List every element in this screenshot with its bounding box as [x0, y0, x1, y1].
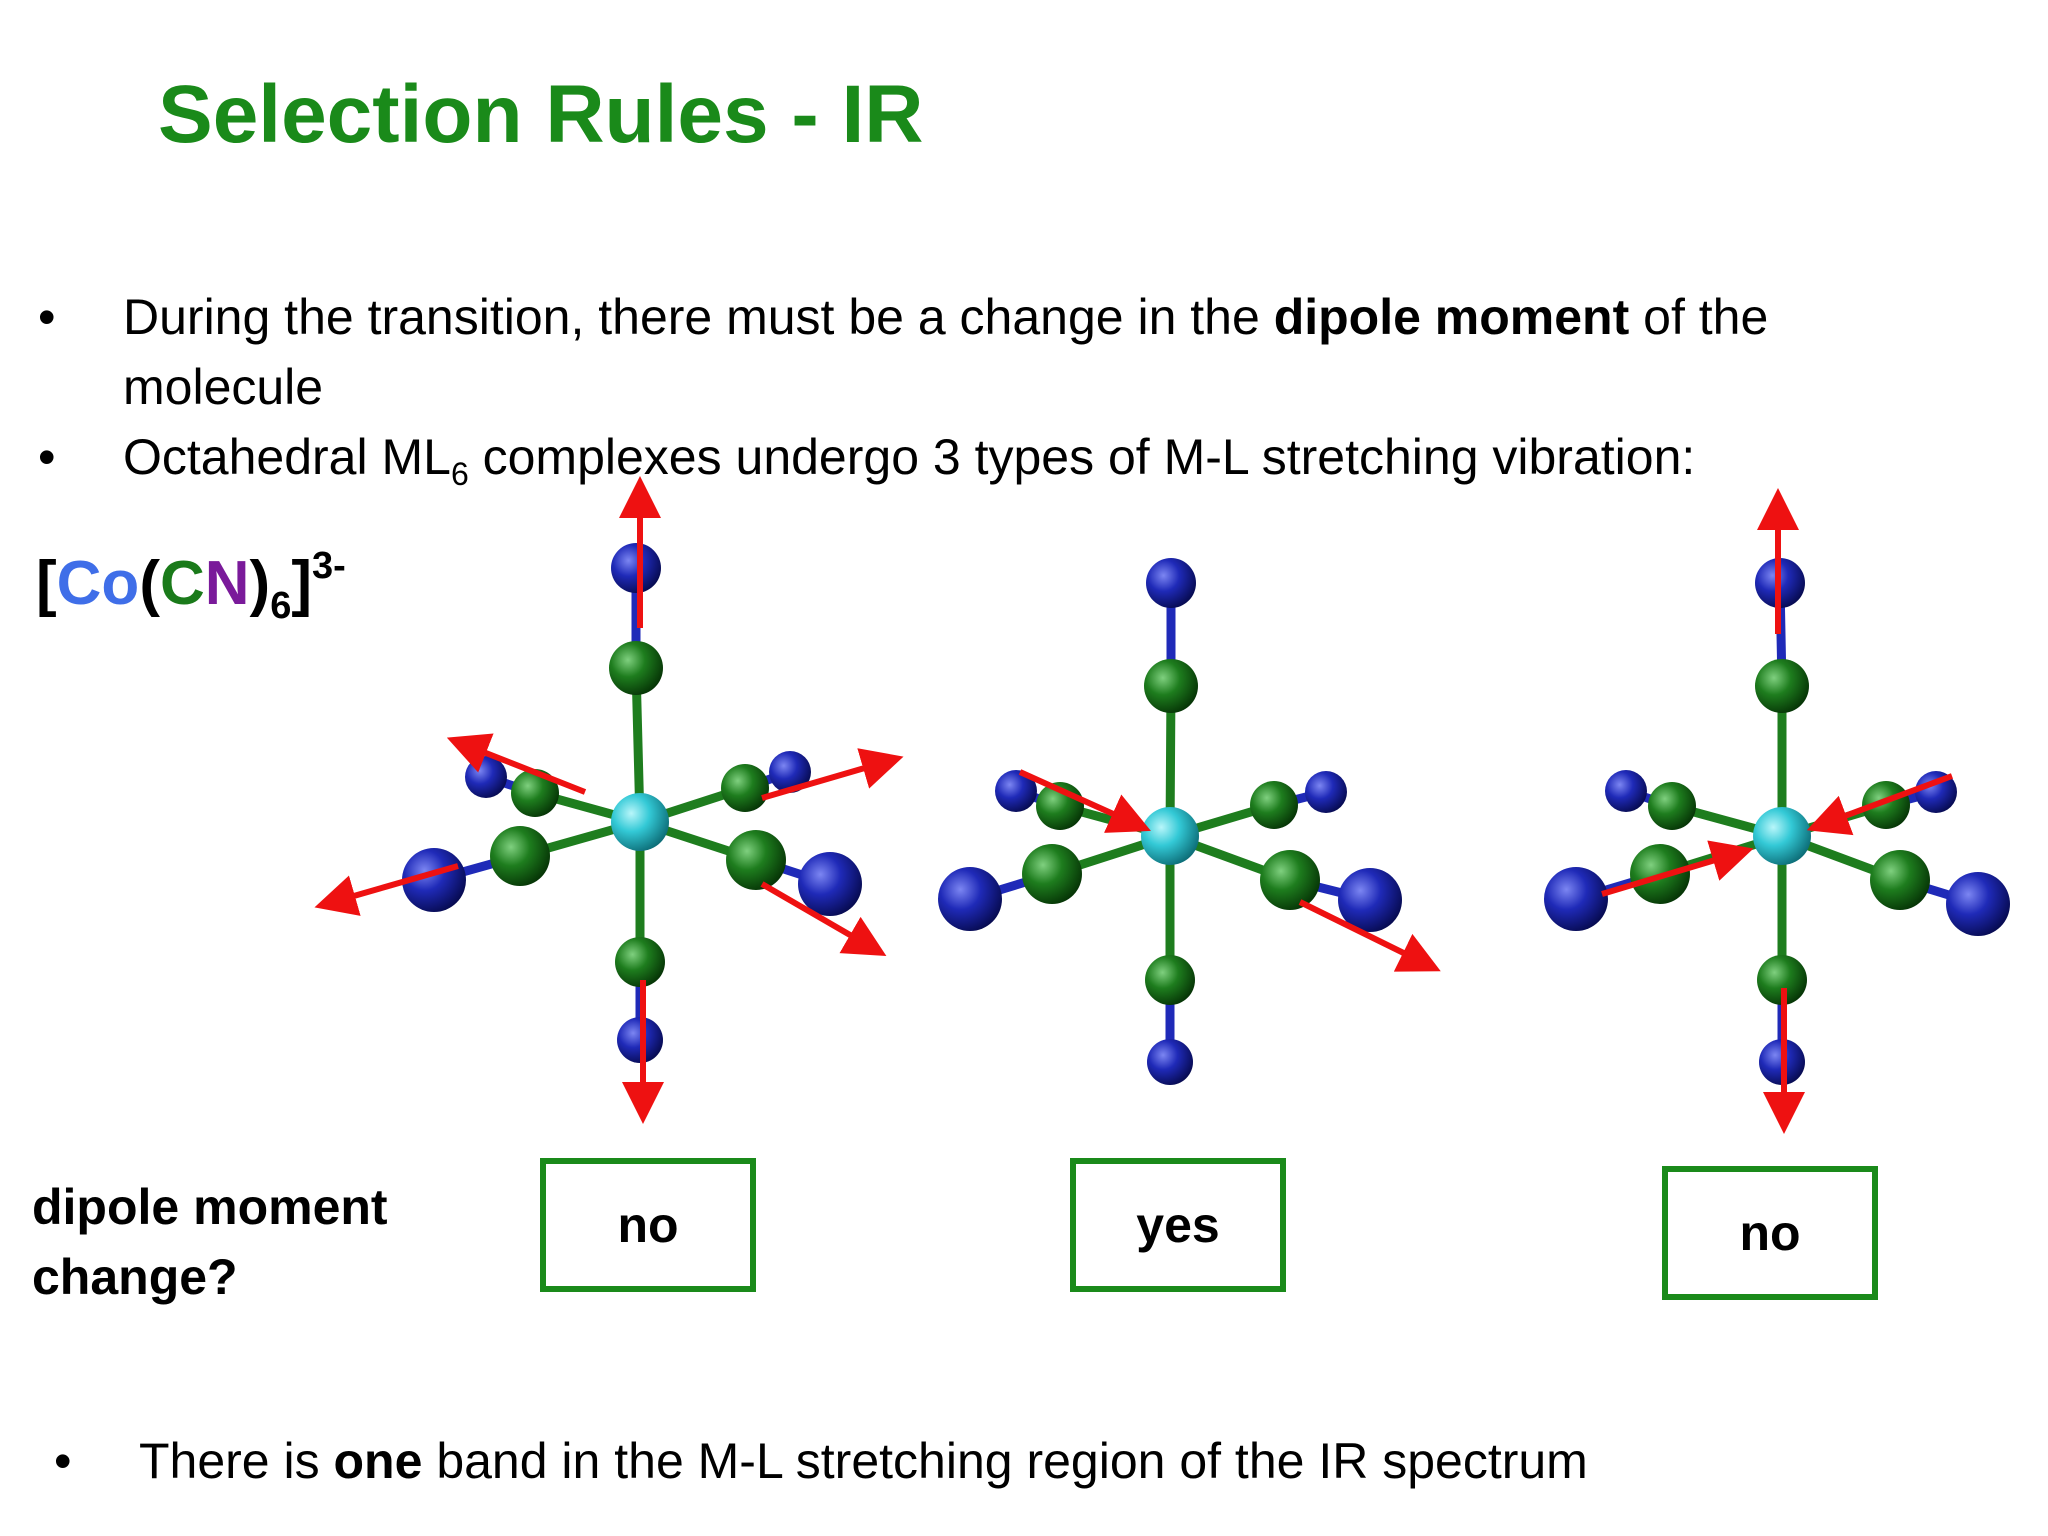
nitrogen-atom	[1544, 867, 1608, 931]
carbon-atom	[615, 937, 665, 987]
atoms	[402, 543, 862, 1063]
molecule-1	[314, 476, 904, 1124]
nitrogen-atom	[798, 852, 862, 916]
answer-text: yes	[1136, 1197, 1220, 1253]
answer-text: no	[1739, 1205, 1801, 1261]
nitrogen-atom	[1605, 770, 1647, 812]
nitrogen-atom	[1946, 872, 2010, 936]
carbon-atom	[1648, 782, 1696, 830]
cobalt-atom	[611, 793, 669, 851]
bullet-text: During the transition, there must be a c…	[123, 289, 1769, 415]
displacement-arrows	[314, 476, 904, 1124]
bullet-text: There is one band in the M-L stretching …	[139, 1433, 1588, 1489]
arrow-lower-left	[314, 863, 459, 916]
nitrogen-atom	[1338, 868, 1402, 932]
molecule-3	[1544, 488, 2010, 1134]
nitrogen-atom	[938, 867, 1002, 931]
carbon-atom	[726, 830, 786, 890]
carbon-atom	[1755, 659, 1809, 713]
nitrogen-atom	[1147, 1039, 1193, 1085]
carbon-atom	[1757, 955, 1807, 1005]
carbon-atom	[1870, 850, 1930, 910]
bullet-symbol: •	[54, 1433, 72, 1489]
nitrogen-atom	[769, 751, 811, 793]
bullet-octahedral-vibrations: • Octahedral ML6 complexes undergo 3 typ…	[30, 422, 1903, 509]
answer-box-1: no	[540, 1158, 756, 1292]
displacement-arrows	[1601, 488, 1954, 1134]
nitrogen-atom	[465, 756, 507, 798]
nitrogen-atom	[1305, 771, 1347, 813]
arrow-lower-right	[760, 881, 887, 957]
bullet-dipole-requirement: • During the transition, there must be a…	[30, 282, 1903, 422]
nitrogen-atom	[1146, 558, 1196, 608]
answer-box-2: yes	[1070, 1158, 1286, 1292]
molecule-2	[938, 558, 1441, 1085]
dipole-change-question: dipole moment change?	[32, 1179, 388, 1305]
arrow-upper-left	[446, 733, 587, 795]
arrow-outward-lower-right	[1298, 899, 1441, 972]
carbon-atom	[511, 769, 559, 817]
nitrogen-atom	[611, 543, 661, 593]
bullet-text: Octahedral ML6 complexes undergo 3 types…	[123, 429, 1696, 492]
bullet-one-band: • There is one band in the M-L stretchin…	[46, 1426, 1919, 1496]
atoms	[938, 558, 1402, 1085]
arrow-inward-lower-left	[1601, 840, 1754, 897]
arrow-upper-right	[761, 748, 904, 801]
carbon-atom	[609, 641, 663, 695]
slide-title: Selection Rules - IR	[158, 69, 924, 160]
cobalt-atom	[1753, 807, 1811, 865]
carbon-atom	[1250, 781, 1298, 829]
arrow-inward-upper-left	[1018, 769, 1151, 833]
carbon-atom	[1145, 955, 1195, 1005]
answer-box-3: no	[1662, 1166, 1878, 1300]
arrow-inward-upper-right	[1806, 773, 1954, 836]
nitrogen-atom	[402, 848, 466, 912]
nitrogen-atom	[1915, 771, 1957, 813]
answer-text: no	[617, 1197, 679, 1253]
cobalt-atom	[1141, 807, 1199, 865]
carbon-atom	[1260, 850, 1320, 910]
carbon-atom	[1144, 659, 1198, 713]
atoms	[1544, 558, 2010, 1085]
displacement-arrows	[1018, 769, 1441, 972]
carbon-atom	[721, 764, 769, 812]
bullet-symbol: •	[38, 429, 56, 485]
carbon-atom	[1022, 844, 1082, 904]
carbon-atom	[490, 826, 550, 886]
complex-formula: [Co(CN)6]3-	[36, 545, 346, 627]
bullet-symbol: •	[38, 289, 56, 345]
nitrogen-atom	[995, 770, 1037, 812]
